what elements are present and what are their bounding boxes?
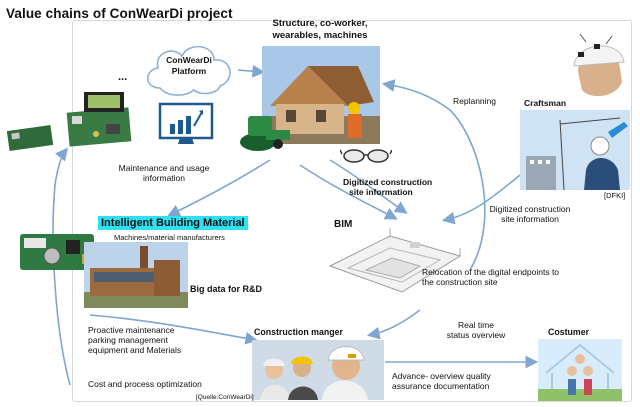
maintenance-usage-label: Maintenance and usage information <box>106 163 222 183</box>
arrow-to-manager <box>89 314 259 345</box>
diagram-frame <box>72 20 632 402</box>
advance-line2: assurance documentation <box>392 381 490 391</box>
arrow-bim-to-manager <box>366 309 421 340</box>
arrow-site-to-bim-1 <box>299 164 398 220</box>
craftsman-label: Craftsman <box>524 98 567 108</box>
advance-overview-label: Advance- overview quality assurance docu… <box>392 371 522 391</box>
advance-line1: Advance- overview quality <box>392 371 491 381</box>
craftsman-photo <box>520 110 630 190</box>
construction-manager-photo <box>252 340 384 400</box>
arrow-site-to-bim-2 <box>329 159 408 214</box>
bim-model-image <box>320 222 470 302</box>
analytics-monitor-icon <box>158 102 214 148</box>
digitized-site-info-label: Digitized construction site information <box>343 177 453 197</box>
real-time-line1: Real time <box>458 320 494 330</box>
arrow-platform-to-site <box>237 64 266 78</box>
bim-label: BIM <box>334 219 353 230</box>
ibm-label: Intelligent Building Material <box>98 216 248 230</box>
cloud-line1: ConWearDi <box>166 55 212 65</box>
machine-image <box>236 108 296 154</box>
proactive-label: Proactive maintenance parking management… <box>88 325 208 355</box>
arrow-left-loop <box>52 147 71 386</box>
arrow-replanning <box>381 79 486 271</box>
wearable-helmet-image <box>560 32 632 102</box>
big-data-label: Big data for R&D <box>190 284 262 294</box>
digitized-site-info-right-label: Digitized construction site information <box>474 204 586 224</box>
factory-image <box>84 242 188 308</box>
real-time-line2: status overview <box>446 330 506 340</box>
customer-family-photo <box>538 339 622 401</box>
replanning-label: Replanning <box>453 96 497 106</box>
dfki-credit: [DFKI] <box>604 191 626 200</box>
arrow-to-ibm <box>167 159 271 217</box>
cost-optimization-label: Cost and process optimization <box>88 379 202 389</box>
ellipsis: ... <box>118 71 128 83</box>
arrow-craftsman-to-bim <box>441 174 521 225</box>
proactive-line1: Proactive maintenance <box>88 325 175 335</box>
customer-label: Costumer <box>548 327 590 337</box>
digitized-right-line1: Digitized construction <box>489 204 571 214</box>
structure-line2: wearables, machines <box>272 30 368 41</box>
digitized-right-line2: site information <box>501 214 559 224</box>
manufacturers-label: Machines/material manufacturers <box>114 233 225 242</box>
structure-line1: Structure, co-worker, <box>272 18 368 29</box>
smart-glasses-icon <box>340 146 392 166</box>
maintenance-line2: information <box>142 173 186 183</box>
proactive-line3: equipment and Materials <box>88 345 182 355</box>
sensor-board-image <box>18 232 96 272</box>
electronics-boards-image <box>6 86 136 158</box>
real-time-label: Real time status overview <box>438 320 514 340</box>
relocation-line1: Relocation of the digital endpoints to <box>422 267 560 277</box>
digitized-line2: site information <box>349 187 413 197</box>
relocation-line2: the construction site <box>422 277 498 287</box>
digitized-line1: Digitized construction <box>343 177 433 187</box>
source-credit: [Quelle:ConWearDi] <box>196 394 254 401</box>
maintenance-line1: Maintenance and usage <box>118 163 210 173</box>
relocation-label: Relocation of the digital endpoints to t… <box>422 267 572 287</box>
cloud-line2: Platform <box>171 66 207 76</box>
proactive-line2: parking management <box>88 335 168 345</box>
structure-label: Structure, co-worker, wearables, machine… <box>258 18 382 42</box>
construction-manager-label: Construction manger <box>254 327 343 337</box>
page-title: Value chains of ConWearDi project <box>6 6 233 21</box>
conweardi-platform-cloud: ConWearDi Platform <box>140 38 238 100</box>
